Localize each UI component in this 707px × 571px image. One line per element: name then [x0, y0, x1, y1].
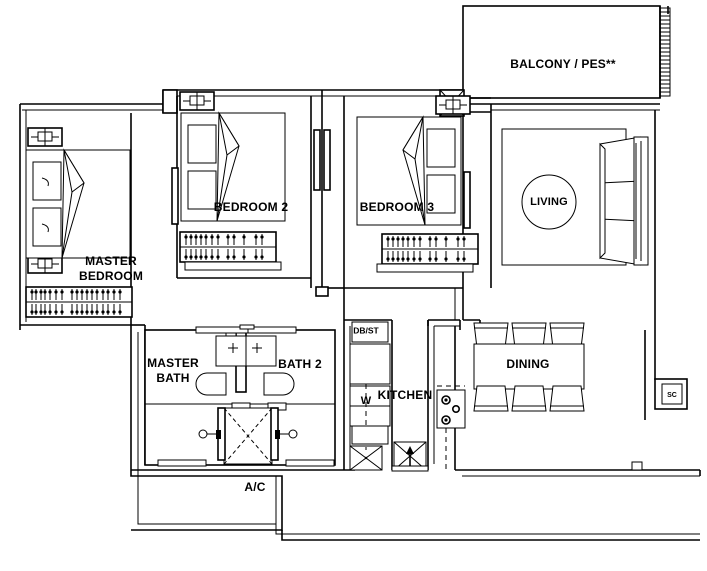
- room-label-bath-2: BATH 2: [278, 357, 322, 371]
- room-label-living: LIVING: [530, 196, 568, 208]
- bedroom3-bed: [356, 115, 462, 226]
- window-bedroom3-side: [463, 171, 471, 229]
- window-master-top: [27, 127, 63, 147]
- dining-area: [473, 322, 585, 412]
- room-label-dining: DINING: [506, 357, 549, 371]
- master-bath-wc: [195, 372, 227, 396]
- room-label-bedroom-2: BEDROOM 2: [214, 200, 289, 214]
- room-label-db-st: DB/ST: [353, 325, 379, 335]
- balcony-railing: [659, 6, 671, 97]
- master-bed: [25, 148, 131, 259]
- shower-enclosure: [198, 407, 298, 465]
- window-bedroom2-side: [171, 167, 179, 225]
- room-label-washer: W: [361, 395, 372, 407]
- room-label-master-bath-1: MASTER: [147, 356, 199, 370]
- window-bedroom2: [179, 91, 215, 111]
- dining-table: [473, 343, 585, 390]
- living-sofa: [599, 136, 649, 266]
- room-label-master-1: MASTER: [85, 254, 137, 268]
- bathrooms: [145, 324, 335, 467]
- room-label-master-bath-2: BATH: [156, 371, 189, 385]
- bedroom2-bed: [180, 111, 286, 222]
- bedroom3-wardrobe: [376, 233, 479, 273]
- master-bath-basin: [215, 335, 247, 367]
- partition-doors: [313, 129, 331, 191]
- living-room: [501, 128, 649, 266]
- kitchen: [349, 321, 466, 472]
- bath2-wc: [263, 372, 295, 396]
- room-label-kitchen: KITCHEN: [378, 388, 433, 402]
- window-bedroom3: [435, 95, 471, 115]
- bath2-basin: [245, 335, 277, 367]
- room-label-ac: A/C: [244, 480, 265, 494]
- bedroom-3: [356, 95, 479, 273]
- room-label-balcony: BALCONY / PES**: [510, 57, 616, 71]
- sc-box: [654, 378, 688, 410]
- master-bedroom: [25, 127, 133, 318]
- room-label-bedroom-3: BEDROOM 3: [360, 200, 435, 214]
- dining-chairs-top: [473, 322, 585, 349]
- room-label-master-2: BEDROOM: [79, 269, 143, 283]
- room-labels: BALCONY / PES** LIVING BEDROOM 2 BEDROOM…: [79, 57, 677, 494]
- bedroom2-wardrobe: [179, 231, 282, 271]
- kitchen-hob: [436, 385, 466, 470]
- dining-chairs-bottom: [473, 385, 585, 412]
- bedroom-2: [171, 91, 286, 271]
- room-label-sc: SC: [667, 392, 677, 399]
- master-wardrobe: [25, 286, 133, 318]
- window-master-bottom: [27, 254, 63, 274]
